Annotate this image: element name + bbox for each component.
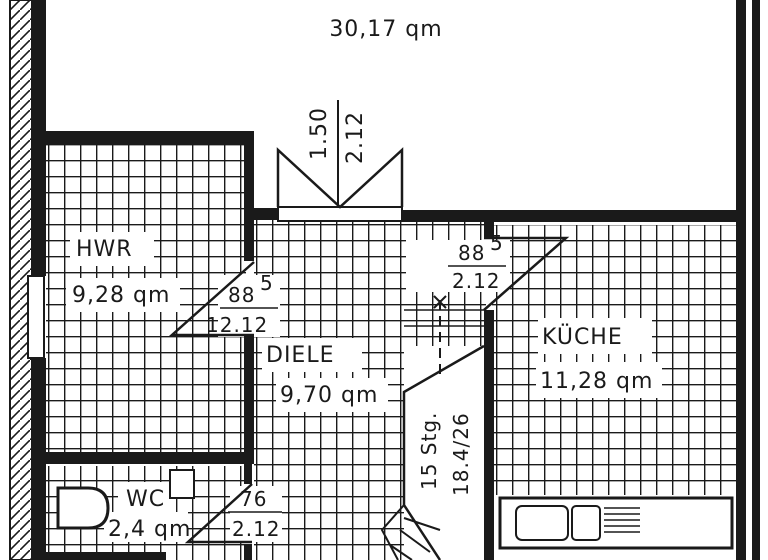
stair-arrow-head [433,295,447,309]
kitchen-door-swing [483,236,570,311]
kitchen-name: KÜCHE [542,324,623,350]
wc-door-height: 2.12 [232,517,281,541]
hwr-name: HWR [76,237,133,262]
wall-hwr-bottom [46,452,254,464]
living-room-door [276,100,404,222]
kitchen-floor [492,225,736,495]
wc-area: 2,4 qm [108,517,191,542]
wc-name: WC [126,487,165,512]
left-window [27,275,45,359]
wall-living-bottom-right [402,210,736,222]
kitchen-door-height: 2.12 [452,269,501,293]
living-door-dimensions: 1.50 2.12 [307,107,368,164]
hwr-door-width: 88 [228,283,255,307]
living-door-width: 1.50 [307,107,332,160]
living-room-area: 30,17 qm [329,17,442,42]
hwr-door-height: 12.12 [206,313,268,337]
stair-labels: 15 Stg. 18.4/26 [412,398,473,498]
wall-wc-right [244,464,252,484]
wall-kitchen-left [484,222,494,238]
toilet-bowl [56,486,110,530]
label-patches [66,232,662,542]
walls [32,0,760,560]
kitchen-sink [515,505,569,541]
hwr-door-swing [168,261,255,337]
diele-area: 9,70 qm [280,383,378,408]
stair-ratio: 18.4/26 [449,412,473,496]
kitchen-counter [498,496,734,550]
kitchen-sink-basin [571,505,601,541]
kitchen-area: 11,28 qm [540,369,653,394]
wc-door-dimensions: 76 2.12 [228,487,282,541]
kitchen-door-width-sup: 5 [490,231,504,255]
wall-living-bottom-left [254,208,278,220]
hwr-door-width-sup: 5 [260,271,274,295]
kitchen-door-dimensions: 88 5 2.12 [448,231,506,293]
stair-steps: 15 Stg. [417,412,441,490]
wall-hwr-top [46,131,254,145]
wc-fixtures [56,469,195,530]
door-swings [168,236,570,544]
kitchen-drainboard [604,507,640,533]
diele-name: DIELE [266,343,335,368]
wc-door-width: 76 [240,487,267,511]
wc-door-swing [184,483,253,544]
wall-left [32,0,46,276]
wall-bottom-left [46,552,166,560]
hwr-door-dimensions: 88 5 12.12 [206,271,278,337]
hwr-area: 9,28 qm [72,283,170,308]
kitchen-door-width: 88 [458,241,485,265]
wall-right-inner [736,0,746,560]
wall-right-outer [752,0,760,560]
wall-hwr-right-top [244,131,254,261]
washbasin [169,469,195,499]
living-door-height: 2.12 [343,111,368,164]
